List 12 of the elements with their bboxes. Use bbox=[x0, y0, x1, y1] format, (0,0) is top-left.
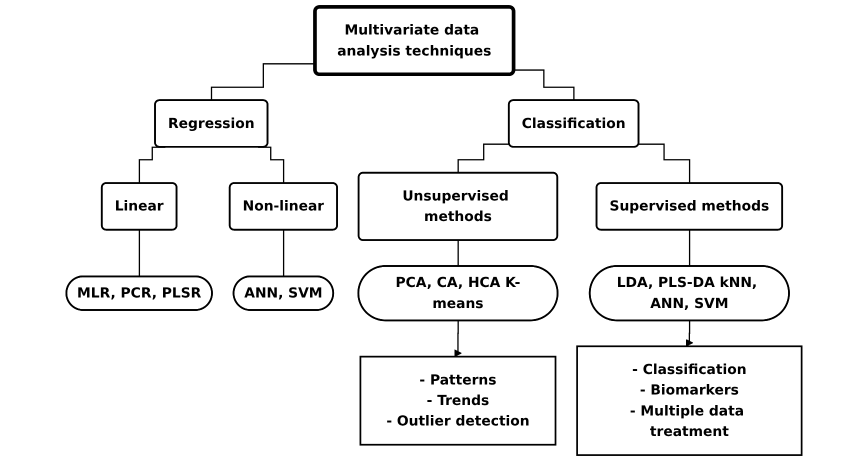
node-box: - Patterns - Trends - Outlier detection bbox=[360, 356, 556, 446]
connector bbox=[514, 69, 575, 102]
connector bbox=[688, 229, 690, 268]
connector bbox=[210, 63, 316, 102]
connector bbox=[138, 229, 140, 278]
arrow bbox=[686, 320, 694, 347]
arrow bbox=[454, 320, 462, 357]
node-box: - Classification - Biomarkers - Multiple data treatment bbox=[576, 345, 802, 456]
connector bbox=[638, 144, 690, 184]
connector bbox=[282, 229, 284, 278]
connector bbox=[458, 144, 510, 174]
connector bbox=[458, 240, 460, 268]
